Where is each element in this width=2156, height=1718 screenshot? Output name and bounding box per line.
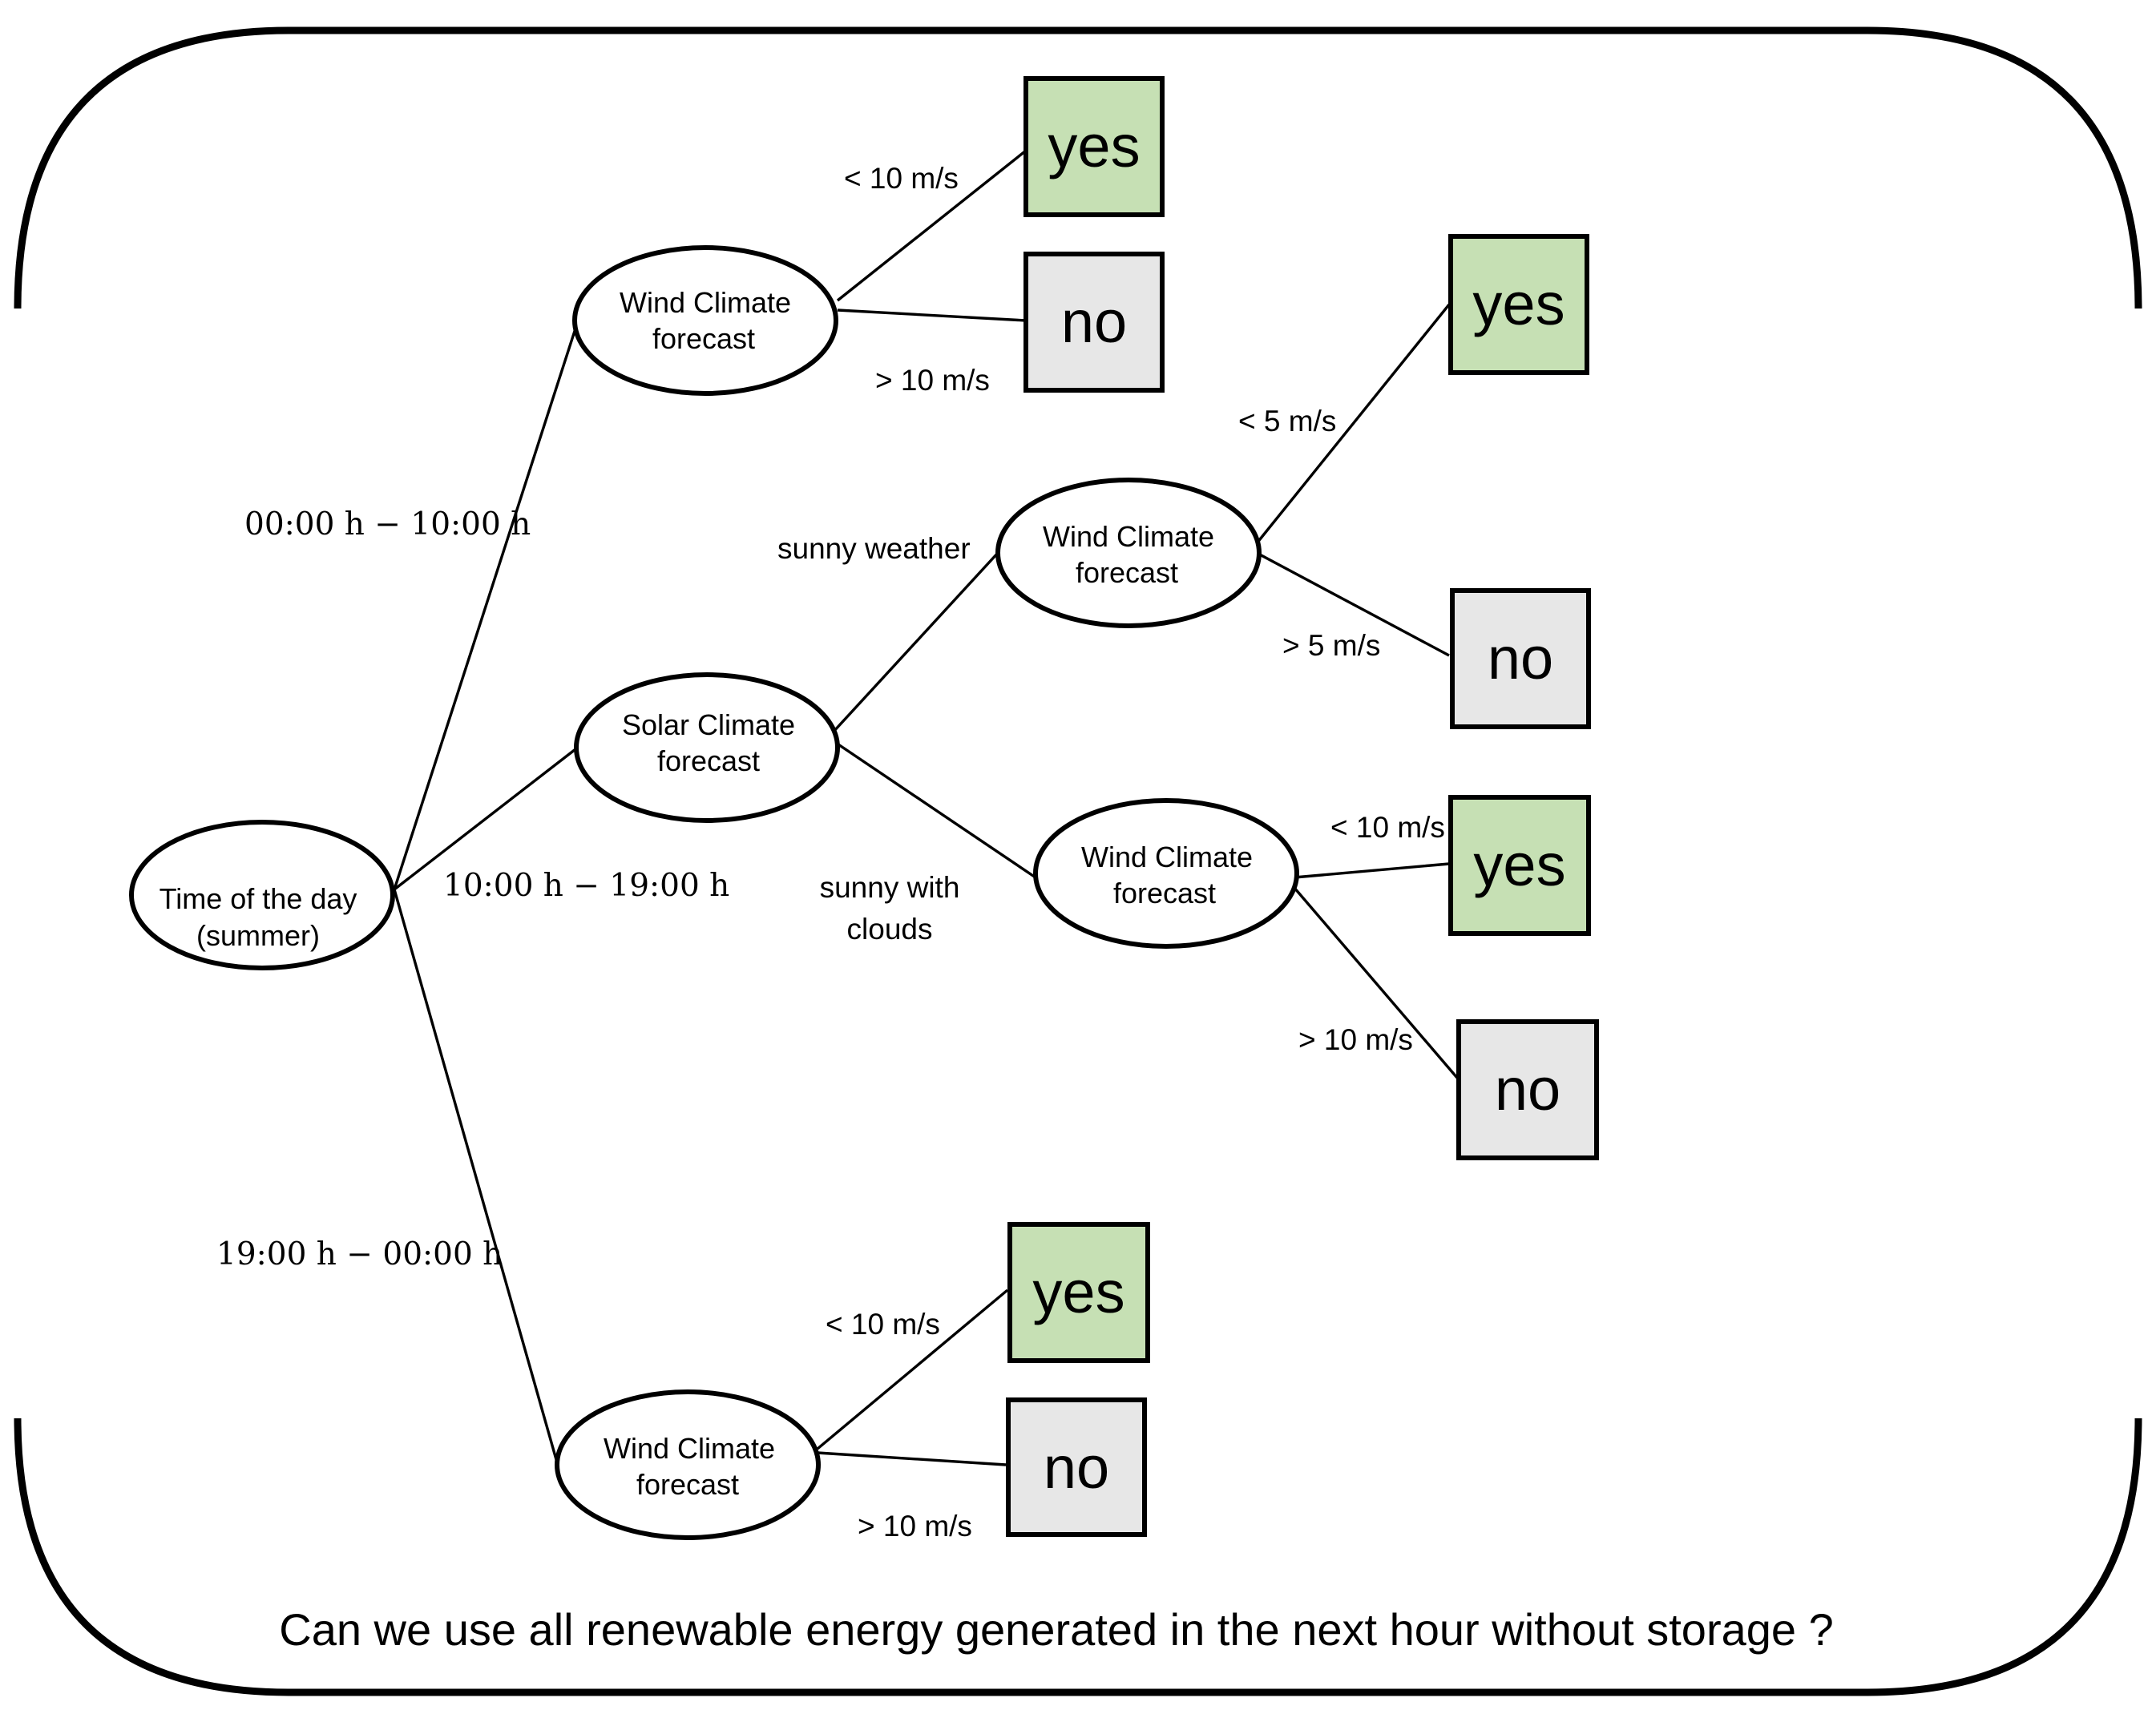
edge-solar-clouds [833,740,1036,879]
leaf-no-3: no [1456,1019,1599,1160]
leaf-no-4: no [1006,1397,1147,1537]
svg-text:no: no [1488,625,1553,692]
edge-root-wind-bottom [393,889,559,1463]
edge-solar-sunny [832,551,999,733]
label-time-0-10: 00:00 h − 10:00 h [244,506,531,542]
label-wind-clouds-no: > 10 m/s [1298,1023,1413,1056]
node-solar: Solar Climate forecast [574,672,840,823]
edge-root-wind-top [393,328,577,890]
edge-wind-bottom-yes [816,1288,1009,1450]
node-solar-line1: Solar Climate [622,708,795,741]
leaf-yes-4: yes [1007,1222,1150,1363]
label-sunny-weather: sunny weather [777,532,971,565]
node-solar-line2: forecast [657,744,760,777]
edge-wind-sunny-yes [1255,303,1451,545]
svg-text:no: no [1044,1434,1109,1501]
edge-wind-top-yes [836,149,1028,302]
label-sunny-with-line2: clouds [847,913,933,946]
label-wind-top-yes: < 10 m/s [844,162,959,195]
svg-text:yes: yes [1472,271,1565,337]
label-wind-sunny-yes: < 5 m/s [1238,405,1336,438]
leaf-yes-2: yes [1448,234,1589,375]
leaf-yes-3: yes [1448,795,1591,936]
label-time-10-19: 10:00 h − 19:00 h [443,868,729,904]
node-wind-bottom: Wind Climate forecast [555,1389,821,1540]
label-wind-clouds-yes: < 10 m/s [1330,811,1445,844]
leaf-yes-1: yes [1023,76,1165,217]
node-wind-clouds-line1: Wind Climate [1081,841,1253,873]
node-wind-sunny: Wind Climate forecast [995,478,1262,628]
node-time-of-day-line2: (summer) [196,919,320,952]
node-wind-sunny-line1: Wind Climate [1043,520,1214,553]
node-wind-top-line1: Wind Climate [620,286,791,319]
node-wind-bottom-line2: forecast [636,1468,739,1501]
svg-text:yes: yes [1032,1259,1124,1325]
label-wind-bottom-yes: < 10 m/s [826,1308,940,1341]
svg-text:no: no [1061,288,1127,355]
node-wind-clouds-line2: forecast [1113,877,1216,909]
node-wind-sunny-line2: forecast [1076,556,1178,589]
label-wind-bottom-no: > 10 m/s [858,1510,972,1543]
node-wind-clouds: Wind Climate forecast [1033,798,1299,949]
leaf-no-2: no [1450,588,1591,729]
edge-wind-sunny-no [1256,551,1450,657]
edge-wind-clouds-no [1293,886,1459,1079]
svg-text:yes: yes [1473,832,1565,898]
label-sunny-with-line1: sunny with [820,871,960,904]
edge-root-solar [393,748,577,891]
label-wind-sunny-no: > 5 m/s [1282,629,1380,662]
edge-wind-clouds-yes [1294,862,1450,879]
node-wind-top-line2: forecast [652,322,755,355]
edge-wind-top-no [837,309,1027,322]
question-caption: Can we use all renewable energy generate… [279,1604,1833,1655]
label-time-19-0: 19:00 h − 00:00 h [216,1236,503,1272]
svg-text:no: no [1495,1056,1560,1123]
label-wind-top-no: > 10 m/s [875,364,990,397]
node-time-of-day: Time of the day (summer) [129,820,395,970]
node-wind-bottom-line1: Wind Climate [604,1432,775,1465]
node-time-of-day-line1: Time of the day [159,882,357,915]
edge-wind-bottom-no [817,1451,1007,1466]
leaf-no-1: no [1023,252,1165,393]
node-wind-top: Wind Climate forecast [572,245,838,396]
frame-bottom-arc [14,1418,2142,1696]
svg-text:yes: yes [1048,113,1140,179]
frame-top-arc [14,26,2142,309]
